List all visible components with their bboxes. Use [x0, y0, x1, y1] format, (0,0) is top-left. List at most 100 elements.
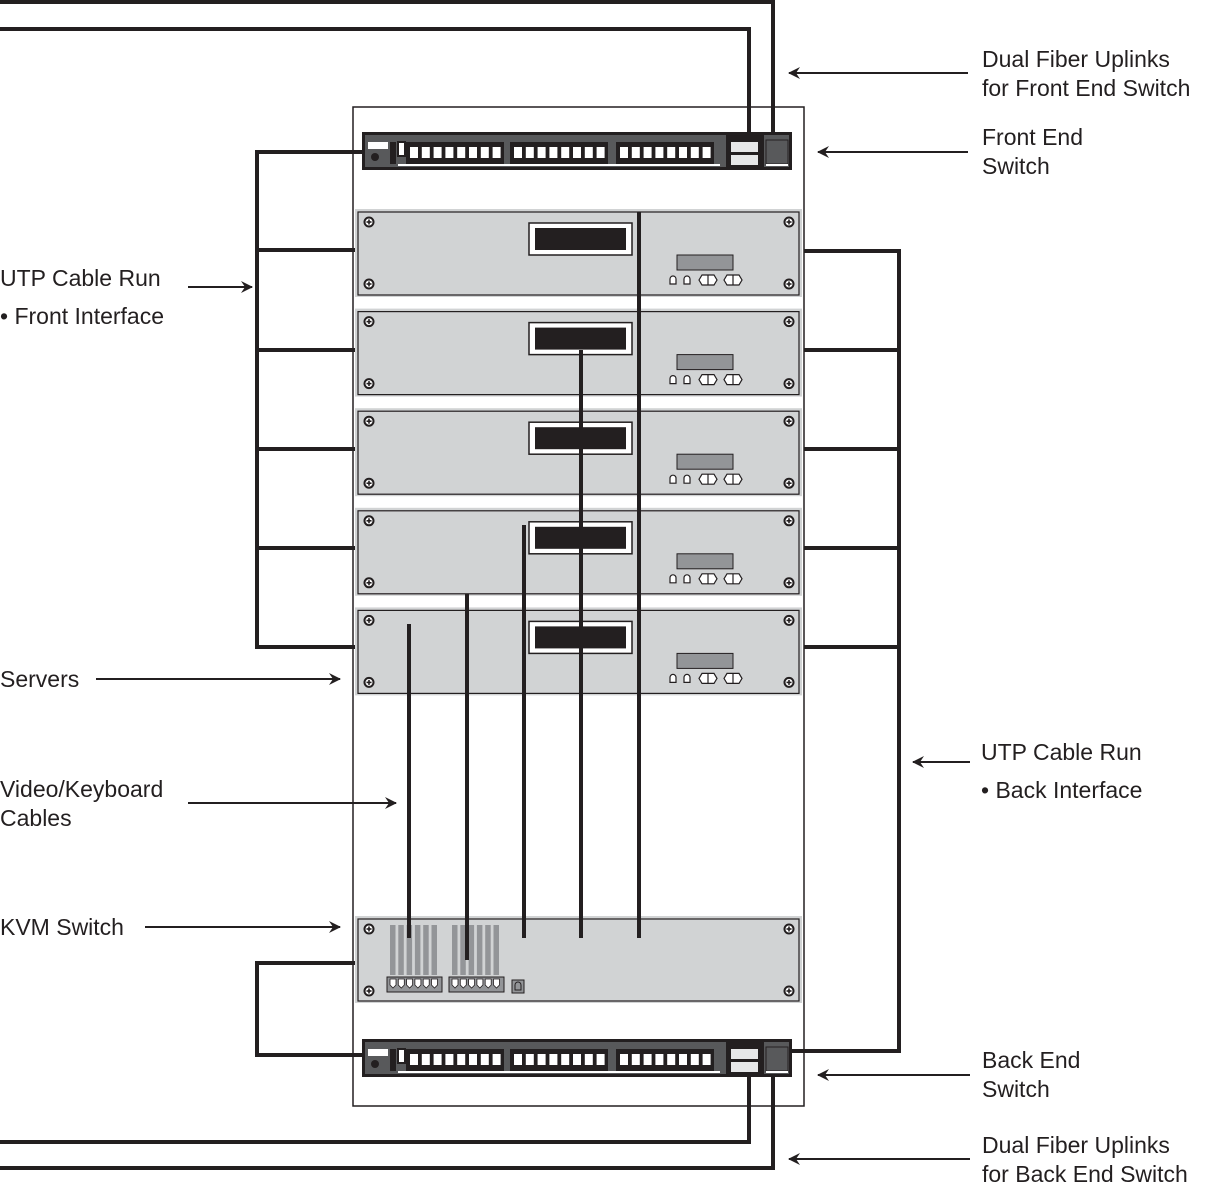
server-3	[355, 408, 802, 497]
drive-bay-icon	[528, 321, 633, 356]
status-led-icon	[669, 275, 677, 285]
ethernet-port	[690, 147, 699, 158]
ethernet-port	[410, 1054, 418, 1065]
label-fiber-back: Dual Fiber Uplinks for Back End Switch	[982, 1132, 1188, 1187]
lcd-display	[676, 553, 734, 570]
ethernet-port	[492, 1054, 501, 1065]
power-button-icon	[723, 573, 743, 585]
ethernet-port	[457, 147, 466, 158]
kvm-port	[414, 978, 422, 989]
ethernet-port	[702, 147, 711, 158]
screw-icon	[783, 577, 795, 589]
ethernet-port-group	[406, 1049, 504, 1071]
screw-icon	[363, 577, 375, 589]
ethernet-port	[596, 147, 605, 158]
fiber-port-block	[726, 1042, 764, 1077]
screw-icon	[783, 415, 795, 427]
kvm-switch	[355, 916, 802, 1003]
power-button-icon	[698, 374, 718, 386]
screw-icon	[363, 985, 375, 997]
fiber-uplinks-back	[0, 1076, 775, 1170]
status-led-icon	[669, 574, 677, 584]
kvm-port	[431, 978, 438, 989]
screw-icon	[783, 985, 795, 997]
ethernet-port	[667, 147, 676, 158]
ethernet-port	[445, 1054, 454, 1065]
ethernet-port	[596, 1054, 605, 1065]
label-fiber-front: Dual Fiber Uplinks for Front End Switch	[982, 46, 1191, 101]
ethernet-port	[433, 147, 442, 158]
ethernet-port	[445, 147, 454, 158]
screw-icon	[363, 923, 375, 935]
screw-icon	[783, 278, 795, 290]
ethernet-port	[702, 1054, 711, 1065]
ethernet-port	[643, 1054, 652, 1065]
fiber-port-block	[726, 135, 764, 170]
ethernet-port	[549, 147, 558, 158]
fiber-port	[731, 142, 758, 152]
kvm-port	[459, 978, 467, 989]
ethernet-port	[525, 147, 534, 158]
screw-icon	[783, 676, 795, 688]
kvm-port	[397, 978, 405, 989]
ethernet-port	[631, 147, 640, 158]
ethernet-port	[561, 147, 570, 158]
utp-back-cable-run	[792, 249, 901, 1053]
power-button-icon	[723, 374, 743, 386]
ethernet-port	[679, 1054, 687, 1065]
ethernet-port	[514, 1054, 522, 1065]
label-front-switch: Front End Switch	[982, 124, 1083, 179]
status-led-icon	[669, 375, 677, 385]
screw-icon	[363, 278, 375, 290]
server-1	[355, 209, 802, 297]
ethernet-port	[690, 1054, 699, 1065]
power-button-icon	[723, 473, 743, 485]
status-led-icon	[683, 574, 691, 584]
fiber-uplinks-front	[0, 0, 775, 133]
fiber-port	[731, 155, 758, 165]
screw-icon	[783, 614, 795, 626]
label-utp-back: UTP Cable Run • Back Interface	[981, 739, 1143, 803]
screw-icon	[363, 378, 375, 390]
screw-icon	[363, 415, 375, 427]
ethernet-port	[573, 147, 581, 158]
ethernet-port	[643, 147, 652, 158]
power-port-icon	[366, 1044, 406, 1072]
screw-icon	[783, 216, 795, 228]
ethernet-port-group	[616, 142, 714, 164]
ethernet-port	[421, 1054, 430, 1065]
ethernet-port-group	[510, 142, 608, 164]
power-button-icon	[698, 573, 718, 585]
kvm-console-port-icon	[511, 979, 525, 994]
ethernet-port	[584, 1054, 593, 1065]
ethernet-port	[655, 1054, 664, 1065]
screw-icon	[363, 216, 375, 228]
screw-icon	[363, 515, 375, 527]
ethernet-port	[480, 1054, 489, 1065]
kvm-port	[476, 978, 484, 989]
ethernet-port	[667, 1054, 676, 1065]
ethernet-port	[492, 147, 501, 158]
label-back-switch: Back End Switch	[982, 1047, 1081, 1102]
status-led-icon	[669, 474, 677, 484]
ethernet-port	[410, 147, 418, 158]
kvm-uplink-cable	[255, 961, 372, 1057]
lcd-display	[676, 354, 734, 371]
lcd-display	[676, 453, 734, 470]
server-5	[355, 607, 802, 696]
power-button-icon	[698, 672, 718, 684]
ethernet-port	[537, 1054, 546, 1065]
status-led-icon	[683, 375, 691, 385]
back-end-switch	[362, 1039, 792, 1077]
ethernet-port	[433, 1054, 442, 1065]
power-port-icon	[366, 137, 406, 165]
ethernet-port	[620, 147, 628, 158]
ethernet-port-group	[510, 1049, 608, 1071]
screw-icon	[363, 676, 375, 688]
ethernet-port	[469, 1054, 477, 1065]
power-button-icon	[723, 274, 743, 286]
ethernet-port	[573, 1054, 581, 1065]
kvm-port	[406, 978, 413, 989]
label-arrows	[96, 67, 970, 1165]
